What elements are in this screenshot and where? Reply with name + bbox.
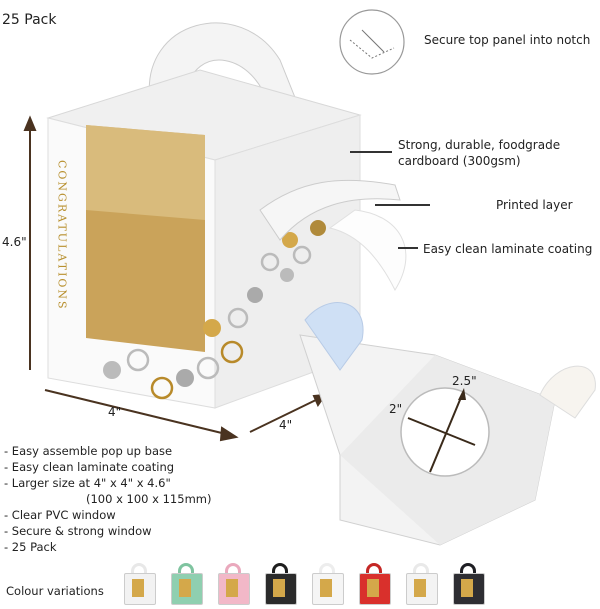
feature-item: - Larger size at 4" x 4" x 4.6" bbox=[4, 476, 171, 490]
colour-swatch bbox=[167, 563, 204, 605]
circle-decoration bbox=[103, 220, 326, 400]
feature-item: (100 x 100 x 115mm) bbox=[86, 492, 212, 506]
notch-detail bbox=[339, 9, 405, 75]
feature-item: - Easy clean laminate coating bbox=[4, 460, 175, 474]
dimension-insert-small: 2" bbox=[389, 402, 403, 416]
dimension-width: 4" bbox=[108, 405, 122, 419]
callout-cardboard-line1: Strong, durable, foodgrade bbox=[398, 138, 561, 152]
swatch-handle bbox=[178, 563, 194, 575]
base-insert bbox=[299, 302, 596, 546]
colour-variations-label: Colour variations bbox=[6, 584, 104, 598]
swatch-window bbox=[461, 579, 473, 597]
swatch-window bbox=[273, 579, 285, 597]
callout-cardboard: Strong, durable, foodgrade cardboard (30… bbox=[398, 137, 560, 169]
box-congratulations-text: CONGRATULATIONS bbox=[56, 160, 69, 311]
product-illustration: CONGRATULATIONS bbox=[23, 9, 596, 546]
printed-layer-flap bbox=[259, 179, 401, 241]
feature-list: - Easy assemble pop up base - Easy clean… bbox=[4, 443, 211, 555]
dimension-insert-big: 2.5" bbox=[452, 374, 477, 388]
laminate-flap bbox=[328, 209, 407, 292]
colour-swatch bbox=[402, 563, 439, 605]
swatch-handle bbox=[225, 563, 241, 575]
feature-item: - Secure & strong window bbox=[4, 524, 152, 538]
dimension-arrows bbox=[23, 115, 328, 442]
callout-cardboard-line2: cardboard (300gsm) bbox=[398, 154, 521, 168]
callout-notch: Secure top panel into notch bbox=[424, 33, 591, 47]
colour-swatch bbox=[308, 563, 345, 605]
swatch-handle bbox=[460, 563, 476, 575]
feature-item: - 25 Pack bbox=[4, 540, 57, 554]
callout-printed: Printed layer bbox=[496, 198, 573, 212]
swatch-window bbox=[320, 579, 332, 597]
pack-title: 25 Pack bbox=[2, 12, 57, 28]
feature-item: - Clear PVC window bbox=[4, 508, 116, 522]
dimension-height: 4.6" bbox=[2, 235, 27, 249]
swatch-handle bbox=[413, 563, 429, 575]
callout-laminate: Easy clean laminate coating bbox=[423, 242, 593, 256]
swatch-box bbox=[265, 573, 297, 605]
colour-swatch bbox=[214, 563, 251, 605]
colour-swatch bbox=[449, 563, 486, 605]
swatch-handle bbox=[366, 563, 382, 575]
colour-swatch bbox=[355, 563, 392, 605]
swatch-window bbox=[179, 579, 191, 597]
feature-item: - Easy assemble pop up base bbox=[4, 444, 173, 458]
swatch-window bbox=[132, 579, 144, 597]
swatch-handle bbox=[131, 563, 147, 575]
swatch-window bbox=[367, 579, 379, 597]
colour-swatch bbox=[261, 563, 298, 605]
swatch-handle bbox=[272, 563, 288, 575]
swatch-window bbox=[414, 579, 426, 597]
colour-swatches bbox=[120, 563, 486, 605]
swatch-window bbox=[226, 579, 238, 597]
dimension-depth: 4" bbox=[279, 418, 293, 432]
colour-swatch bbox=[120, 563, 157, 605]
swatch-handle bbox=[319, 563, 335, 575]
